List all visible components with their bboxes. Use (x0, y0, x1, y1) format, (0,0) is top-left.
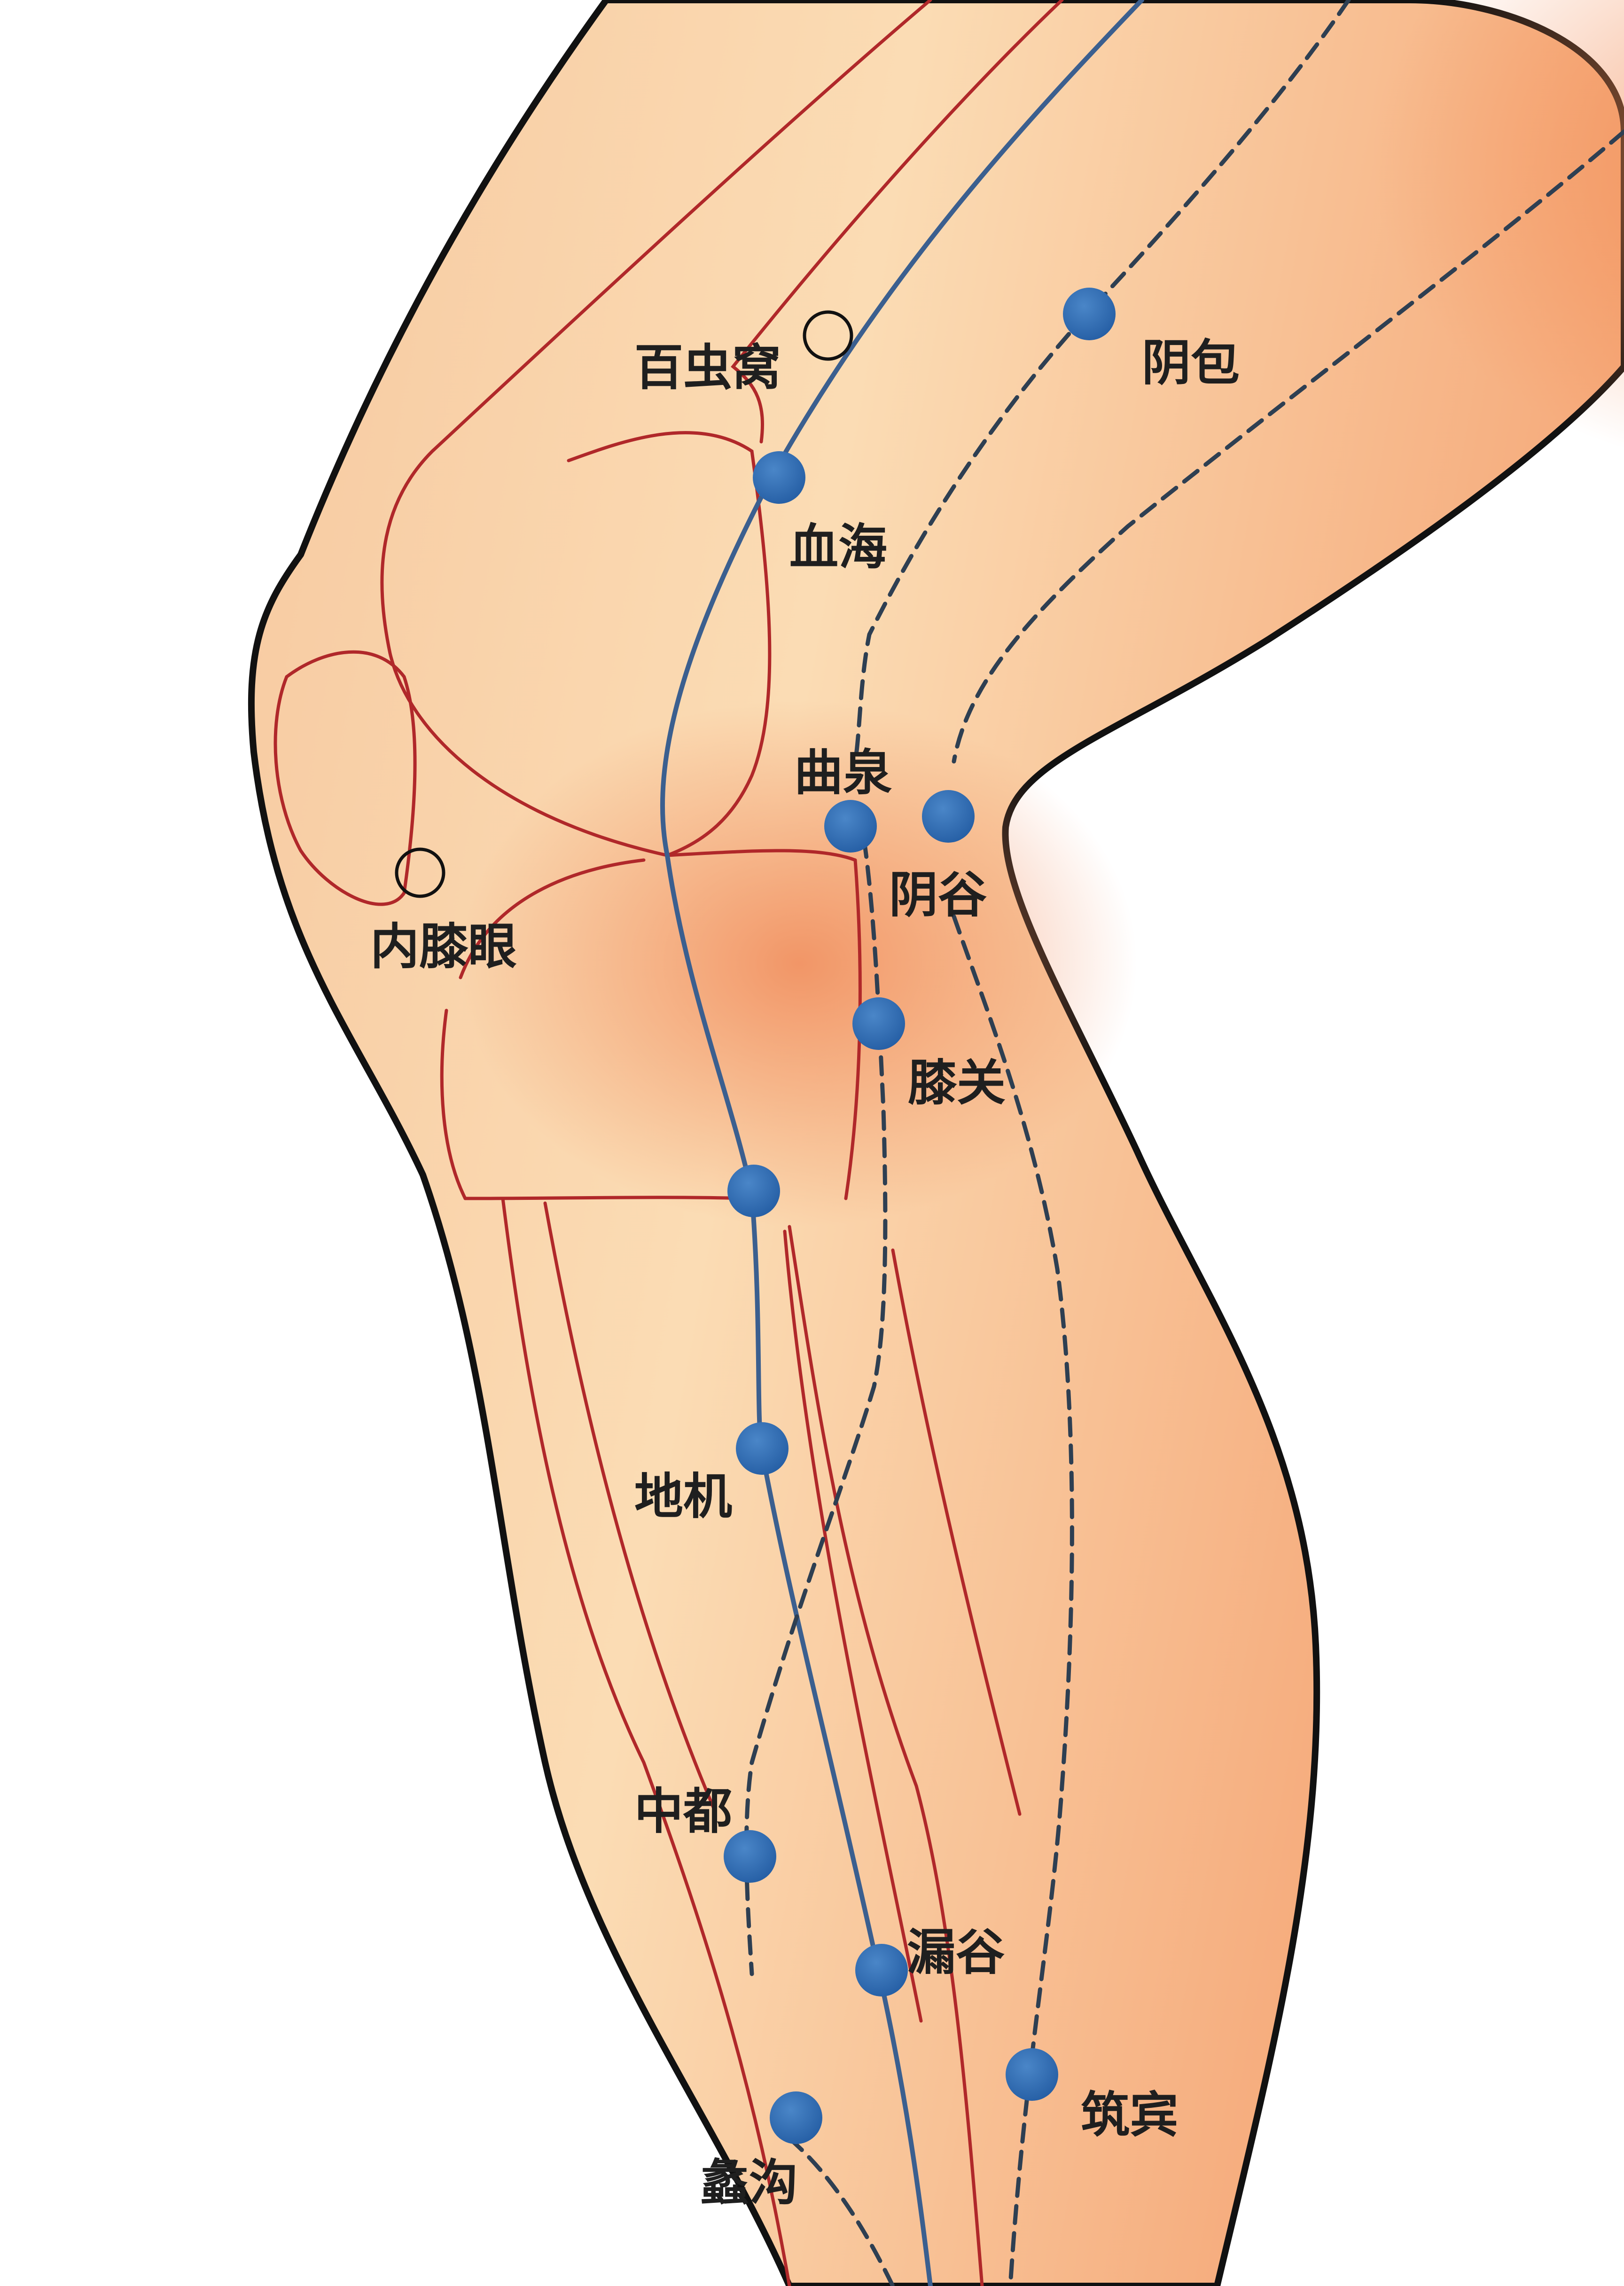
acupoint-baichongwo-marker (803, 310, 853, 361)
acupoint-neixiyan-marker (395, 847, 445, 898)
acupoint-yingu-dot (922, 790, 975, 843)
acupoint-zhubin-dot (1006, 2048, 1058, 2101)
acupoint-ligou-dot (770, 2091, 822, 2144)
label-zhubin: 筑宾 (1081, 2086, 1179, 2144)
acupoint-lougu-dot (855, 1944, 908, 1996)
thigh-shading (1175, 0, 1624, 470)
label-xiguan: 膝关 (908, 1054, 1006, 1112)
label-ququan: 曲泉 (794, 744, 892, 801)
label-zhongdu: 中都 (634, 1782, 732, 1840)
anatomy-lines (273, 0, 1064, 2286)
label-neixiyan: 内膝眼 (370, 917, 517, 975)
label-yingu: 阴谷 (889, 866, 987, 924)
label-baichongwo: 百虫窝 (634, 338, 781, 396)
label-ligou: 蠡沟 (700, 2153, 798, 2211)
acupoint-ququan-dot (824, 800, 877, 853)
acupoint-zhongdu-dot (724, 1830, 776, 1883)
acupoint-xiguan-dot (852, 997, 905, 1050)
label-diji: 地机 (634, 1467, 732, 1525)
acupoint-xuehai-dot (753, 451, 805, 504)
acupoint-labels: 百虫窝 阴包 血海 曲泉 阴谷 内膝眼 膝关 地机 中都 漏谷 筑宾 蠡沟 (370, 334, 1240, 2211)
label-yinbao: 阴包 (1142, 334, 1240, 391)
spleen-meridian-line (660, 0, 1144, 2286)
label-xuehai: 血海 (789, 518, 887, 576)
acupoint-yinbao-dot (1063, 288, 1116, 340)
label-lougu: 漏谷 (907, 1923, 1005, 1981)
acupoint-yinlingquan-dot (727, 1165, 780, 1217)
acupoint-dots (724, 288, 1116, 2144)
acupoint-diji-dot (736, 1422, 789, 1475)
